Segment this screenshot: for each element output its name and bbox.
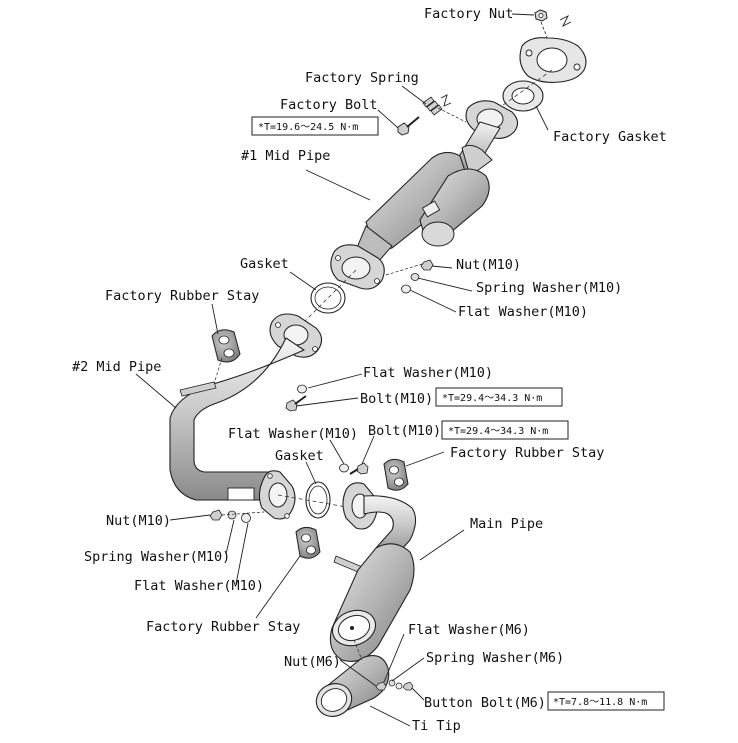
rubber-stay-c-part <box>295 526 321 559</box>
label-flat-washer-m10-b: Flat Washer(M10) <box>363 365 493 381</box>
torque-box-bolt-m10-c <box>441 420 569 440</box>
gasket-2-part <box>305 481 331 519</box>
torque-factory-bolt: *T=19.6～24.5 N·m <box>258 122 358 133</box>
label-gasket-1: Gasket <box>240 256 289 272</box>
label-factory-rubber-stay-c: Factory Rubber Stay <box>146 619 300 635</box>
label-nut-m10-a: Nut(M10) <box>456 257 521 273</box>
label-spring-washer-m10-a: Spring Washer(M10) <box>476 280 622 296</box>
rubber-stay-a-part <box>211 329 241 363</box>
label-flat-washer-m6: Flat Washer(M6) <box>408 622 530 638</box>
torque-bolt-m10-b: *T=29.4～34.3 N·m <box>442 393 542 404</box>
factory-spring-part <box>422 96 443 116</box>
label-factory-nut: Factory Nut <box>424 6 513 22</box>
mid-pipe-2-part <box>169 313 323 520</box>
label-factory-spring: Factory Spring <box>305 70 419 86</box>
label-factory-rubber-stay-b: Factory Rubber Stay <box>450 445 604 461</box>
ti-tip-part <box>315 655 390 717</box>
torque-box-bolt-m10-b <box>435 387 563 407</box>
label-flat-washer-m10-c: Flat Washer(M10) <box>228 426 358 442</box>
label-gasket-2: Gasket <box>275 448 324 464</box>
rubber-stay-b-part <box>383 458 409 491</box>
factory-gasket-part <box>502 80 544 112</box>
label-mid-pipe-1: #1 Mid Pipe <box>241 148 330 164</box>
label-bolt-m10-b: Bolt(M10) <box>360 391 433 407</box>
label-main-pipe: Main Pipe <box>470 516 543 532</box>
label-flat-washer-m10-a: Flat Washer(M10) <box>458 304 588 320</box>
factory-nut-part <box>534 9 548 22</box>
label-nut-m6: Nut(M6) <box>284 654 341 670</box>
m10-hardware-top <box>401 259 434 294</box>
torque-box-button-bolt <box>547 691 665 711</box>
factory-bolt-part <box>397 116 420 136</box>
label-factory-rubber-stay-a: Factory Rubber Stay <box>105 288 259 304</box>
label-factory-bolt: Factory Bolt <box>280 97 378 113</box>
torque-button-bolt-m6: *T=7.8～11.8 N·m <box>553 697 647 708</box>
leader-lines <box>135 13 549 727</box>
factory-flange-part <box>519 37 587 83</box>
torque-box-factory-bolt <box>251 116 379 136</box>
main-pipe-part <box>329 482 417 662</box>
label-flat-washer-m10-d: Flat Washer(M10) <box>134 578 264 594</box>
label-bolt-m10-c: Bolt(M10) <box>368 423 441 439</box>
m6-hardware <box>375 679 414 691</box>
label-factory-gasket: Factory Gasket <box>553 129 667 145</box>
m10-hardware-left <box>209 509 251 523</box>
torque-bolt-m10-c: *T=29.4～34.3 N·m <box>448 426 548 437</box>
label-spring-washer-m6: Spring Washer(M6) <box>426 650 564 666</box>
label-nut-m10-d: Nut(M10) <box>106 513 171 529</box>
label-ti-tip: Ti Tip <box>412 718 461 734</box>
m10-hardware-right <box>339 462 369 475</box>
gasket-1-part <box>310 282 346 314</box>
label-button-bolt-m6: Button Bolt(M6) <box>424 695 546 711</box>
mid-pipe-1-part <box>330 100 519 290</box>
label-mid-pipe-2: #2 Mid Pipe <box>72 359 161 375</box>
m10-hardware-mid <box>285 384 307 412</box>
label-spring-washer-m10-d: Spring Washer(M10) <box>84 549 230 565</box>
